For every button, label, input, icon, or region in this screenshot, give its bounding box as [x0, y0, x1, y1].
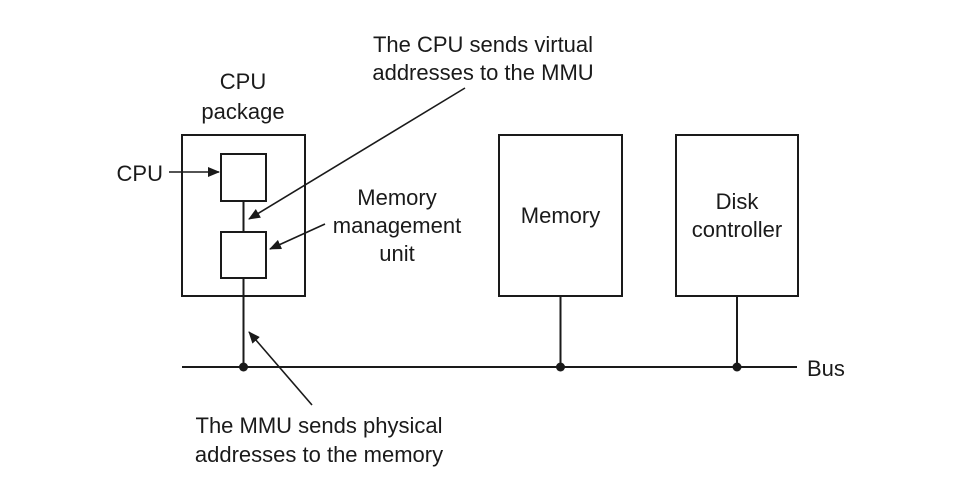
disk-controller-label-line2: controller: [692, 217, 782, 242]
cpu-package-label-line1: CPU: [220, 69, 266, 94]
mmu-box: [220, 231, 267, 279]
mmu-label-line3: unit: [379, 241, 414, 266]
bus-junction-disk: [732, 362, 742, 372]
cpu-package-label-line2: package: [201, 99, 284, 124]
bus-junction-cpu: [239, 362, 248, 372]
mmu-label-line2: management: [333, 213, 461, 238]
disk-controller-label-line1: Disk: [716, 189, 760, 214]
cpu-label: CPU: [117, 161, 163, 186]
mmu-label-arrow: [269, 223, 326, 250]
physical-address-caption-line1: The MMU sends physical: [196, 413, 443, 438]
memory-label: Memory: [521, 203, 600, 228]
bus-label: Bus: [807, 356, 845, 381]
disk-controller-box: [675, 134, 799, 297]
mmu-label-line1: Memory: [357, 185, 436, 210]
bus-junction-memory: [556, 362, 565, 372]
virtual-address-caption-line1: The CPU sends virtual: [373, 32, 593, 57]
virtual-address-arrow: [248, 87, 466, 220]
physical-address-arrow: [248, 331, 313, 406]
cpu-box: [220, 153, 267, 202]
physical-address-caption-line2: addresses to the memory: [195, 442, 443, 467]
virtual-address-caption-line2: addresses to the MMU: [372, 60, 593, 85]
